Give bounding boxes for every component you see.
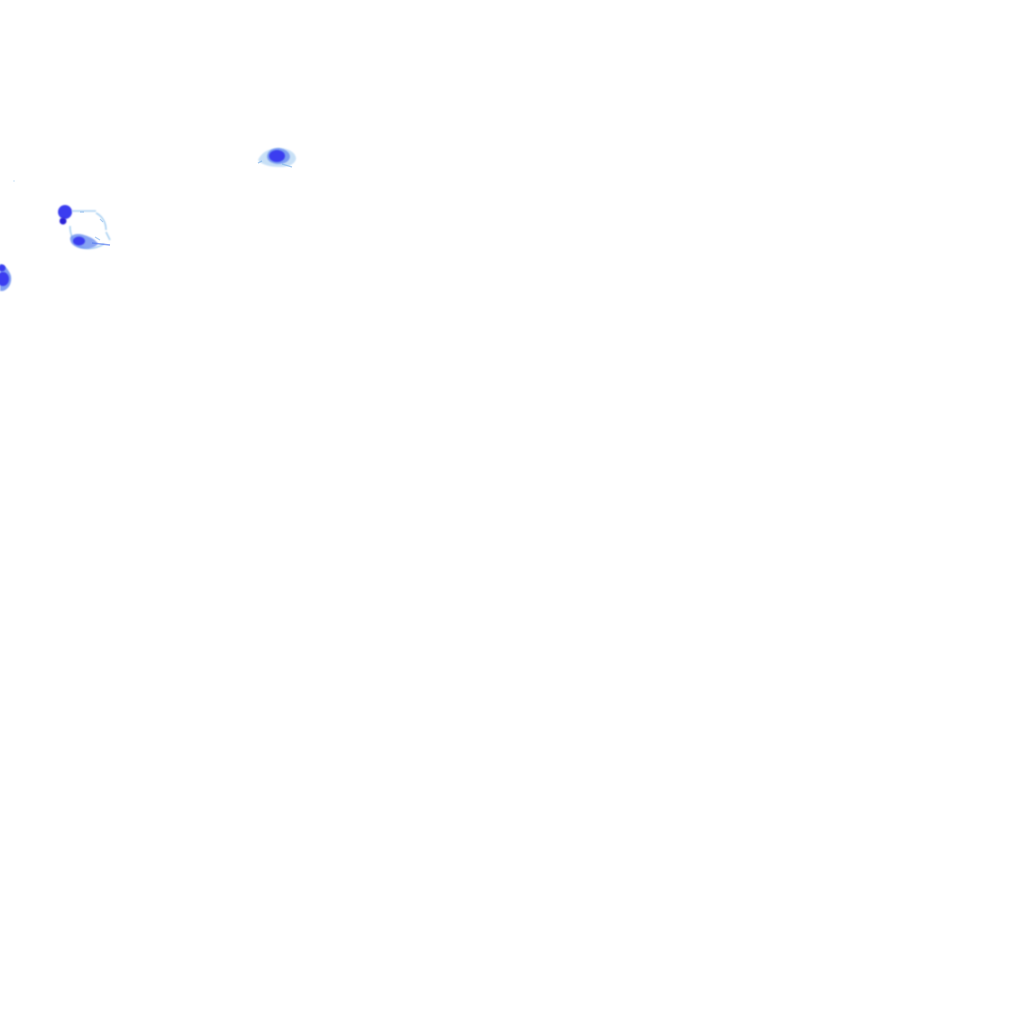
- echo-west-streak: [91, 242, 111, 246]
- echo-west-core-top: [58, 205, 72, 219]
- echo-north-trail: [257, 160, 293, 168]
- echo-cell-north: [257, 148, 296, 168]
- echo-north-core: [269, 150, 285, 162]
- echo-cell-west: [58, 205, 111, 250]
- echo-west-bottom-core: [73, 236, 85, 246]
- echo-edge-core-top: [0, 264, 6, 272]
- echo-speck: [13, 180, 15, 182]
- echo-west-ring-dashes: [80, 211, 104, 241]
- echo-west-core-dot: [59, 217, 67, 225]
- echo-cell-edge: [0, 264, 12, 291]
- echo-west-ring: [69, 210, 111, 250]
- echo-edge-core: [0, 272, 9, 286]
